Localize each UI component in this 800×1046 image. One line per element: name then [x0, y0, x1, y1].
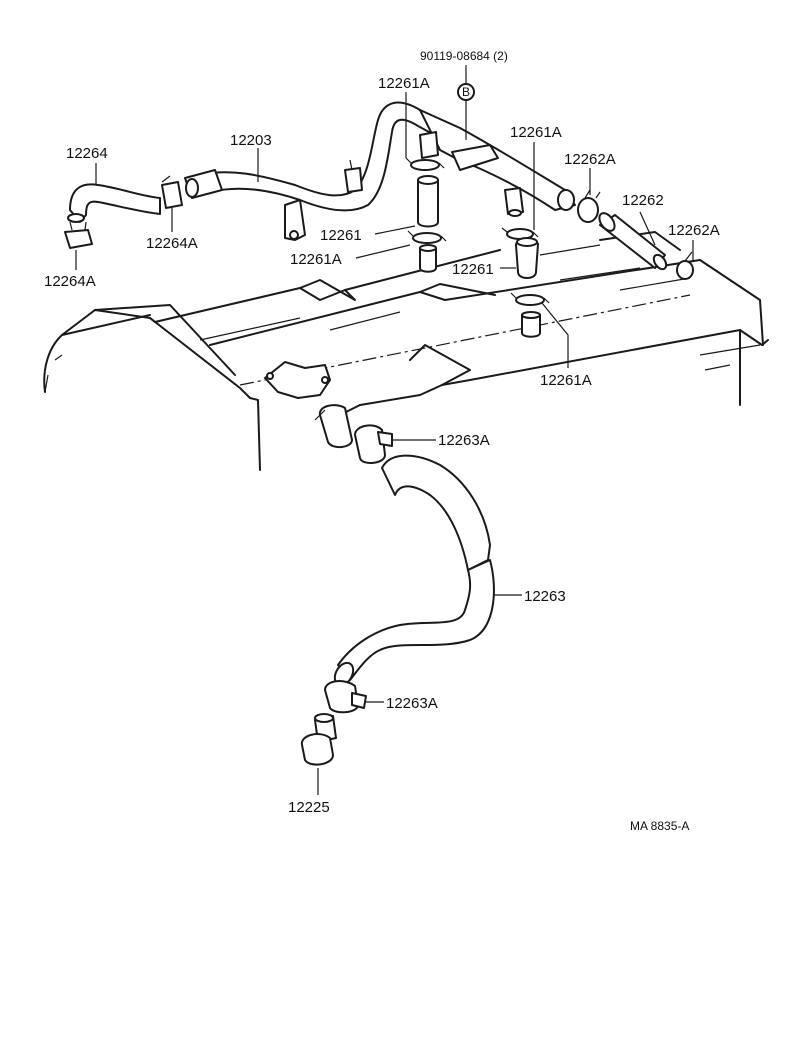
part-labels: 90119-08684 (2) B 12261A 12203 12264 122… — [44, 49, 720, 833]
label-12261a-bottom: 12261A — [540, 372, 592, 389]
label-12264a-1: 12264A — [146, 235, 198, 252]
label-12262a-right: 12262A — [668, 222, 720, 239]
label-12261-right: 12261 — [452, 261, 494, 278]
leader-lines — [75, 65, 694, 795]
label-12264a-2: 12264A — [44, 273, 96, 290]
label-12225: 12225 — [288, 799, 330, 816]
label-12203: 12203 — [230, 132, 272, 149]
engine-head — [43, 231, 769, 471]
label-12263a-bottom: 12263A — [386, 695, 438, 712]
label-12262: 12262 — [622, 192, 664, 209]
b-marker-icon — [457, 83, 475, 101]
label-12261-left: 12261 — [320, 227, 362, 244]
label-12263a-top: 12263A — [438, 432, 490, 449]
diagram-code: MA 8835-A — [630, 819, 689, 833]
label-12261a-left: 12261A — [290, 251, 342, 268]
label-12264: 12264 — [66, 145, 108, 162]
lower-assembly — [264, 361, 495, 766]
hose-12261-right — [501, 227, 550, 338]
pipe-12262 — [577, 189, 694, 280]
pipe-12203 — [184, 101, 576, 241]
hose-12261-left — [405, 157, 447, 273]
label-90119-08684: 90119-08684 (2) — [420, 49, 508, 63]
label-12261a-right: 12261A — [510, 124, 562, 141]
label-12263: 12263 — [524, 588, 566, 605]
label-mark-b: B — [462, 85, 470, 99]
hose-12264 — [64, 175, 183, 249]
label-12261a-top: 12261A — [378, 75, 430, 92]
label-12262a-top: 12262A — [564, 151, 616, 168]
